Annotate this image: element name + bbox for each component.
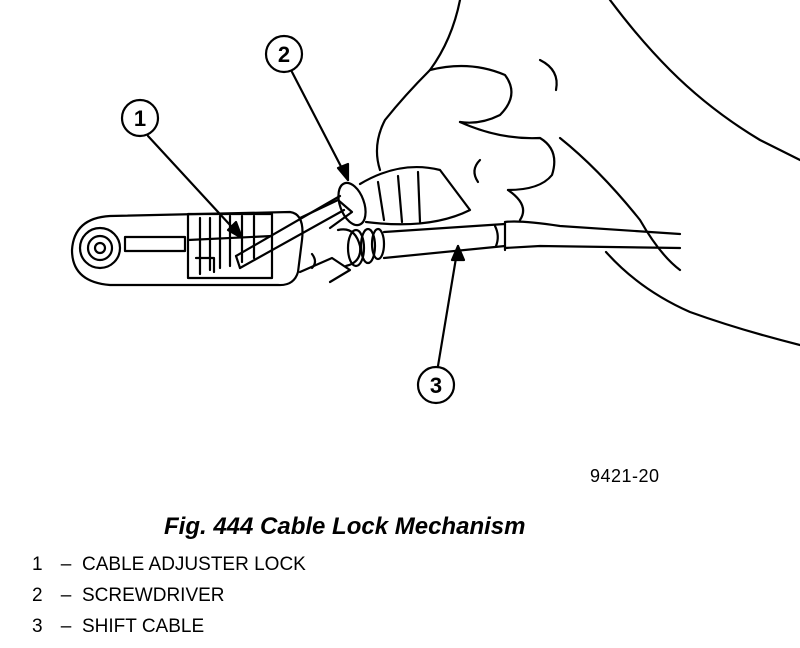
legend-item: 3–SHIFT CABLE	[32, 614, 306, 645]
legend-item: 2–SCREWDRIVER	[32, 583, 306, 614]
legend-label: CABLE ADJUSTER LOCK	[82, 554, 306, 575]
callout-circle-2	[264, 34, 304, 74]
callout-circle-1	[120, 98, 160, 138]
leader-arrow-2	[336, 162, 350, 182]
legend-separator: –	[60, 616, 72, 637]
adjuster-housing	[298, 198, 386, 284]
leader-line-3	[436, 244, 460, 368]
figure-code: 9421-20	[590, 466, 660, 486]
legend-label: SCREWDRIVER	[82, 585, 225, 606]
screwdriver	[234, 165, 472, 270]
legend-number: 1	[32, 554, 43, 575]
legend-separator: –	[60, 554, 72, 575]
leader-line-1	[146, 134, 244, 240]
leader-line-2	[290, 70, 350, 182]
cable-adjuster-lock	[186, 212, 274, 280]
callout-circle-3	[416, 365, 456, 405]
legend-separator: –	[60, 585, 72, 606]
leader-arrow-1	[226, 220, 244, 240]
legend-number: 2	[32, 585, 43, 606]
hand	[375, 0, 800, 347]
callout-label-3: 3	[430, 373, 442, 398]
callout-label-1: 1	[134, 106, 146, 131]
legend-label: SHIFT CABLE	[82, 616, 205, 637]
cable-lock-illustration: 1 2 3	[70, 0, 800, 405]
callout-label-2: 2	[278, 42, 290, 67]
shift-cable	[382, 220, 682, 260]
leader-arrow-3	[450, 244, 466, 262]
figure-title: Fig. 444 Cable Lock Mechanism	[164, 513, 526, 540]
legend-list: 1–CABLE ADJUSTER LOCK 2–SCREWDRIVER 3–SH…	[32, 552, 306, 645]
legend-number: 3	[32, 616, 43, 637]
legend-item: 1–CABLE ADJUSTER LOCK	[32, 552, 306, 583]
cable-eye-end	[70, 210, 304, 287]
